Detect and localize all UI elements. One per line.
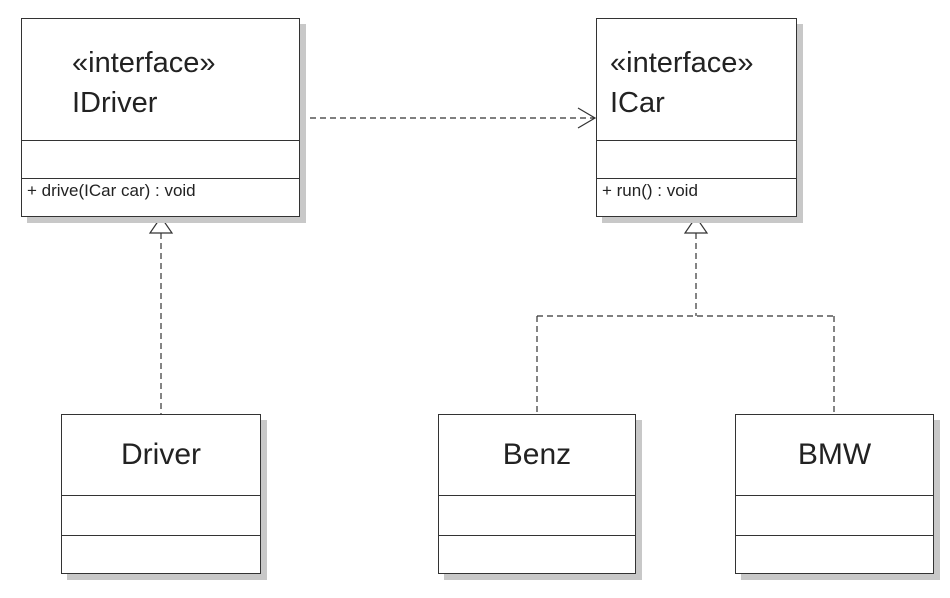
- driver-operations-compartment: [62, 535, 260, 573]
- benz-operations-compartment: [439, 535, 635, 573]
- icar-name-compartment: «interface» ICar: [597, 19, 796, 140]
- icar-name: ICar: [610, 87, 665, 119]
- idriver-attributes-compartment: [22, 140, 299, 178]
- benz-name: Benz: [502, 438, 572, 471]
- bmw-operations-compartment: [736, 535, 933, 573]
- idriver-operation: + drive(ICar car) : void: [22, 178, 299, 216]
- driver-class[interactable]: Driver: [61, 414, 261, 574]
- benz-attributes-compartment: [439, 495, 635, 535]
- realization-triangle-icar: [683, 215, 709, 234]
- idriver-name-compartment: «interface» IDriver: [22, 19, 299, 140]
- bmw-attributes-compartment: [736, 495, 933, 535]
- realization-triangle-idriver: [148, 215, 174, 234]
- driver-attributes-compartment: [62, 495, 260, 535]
- icar-stereotype: «interface»: [610, 47, 754, 79]
- icar-attributes-compartment: [597, 140, 796, 178]
- benz-class[interactable]: Benz: [438, 414, 636, 574]
- bmw-name: BMW: [797, 438, 872, 471]
- idriver-stereotype: «interface»: [72, 47, 216, 79]
- icar-operation: + run() : void: [597, 178, 796, 216]
- idriver-name: IDriver: [72, 87, 158, 119]
- dependency-arrowhead: [577, 107, 597, 129]
- icar-interface[interactable]: «interface» ICar + run() : void: [596, 18, 797, 217]
- driver-name: Driver: [121, 438, 201, 471]
- bmw-class[interactable]: BMW: [735, 414, 934, 574]
- idriver-interface[interactable]: «interface» IDriver + drive(ICar car) : …: [21, 18, 300, 217]
